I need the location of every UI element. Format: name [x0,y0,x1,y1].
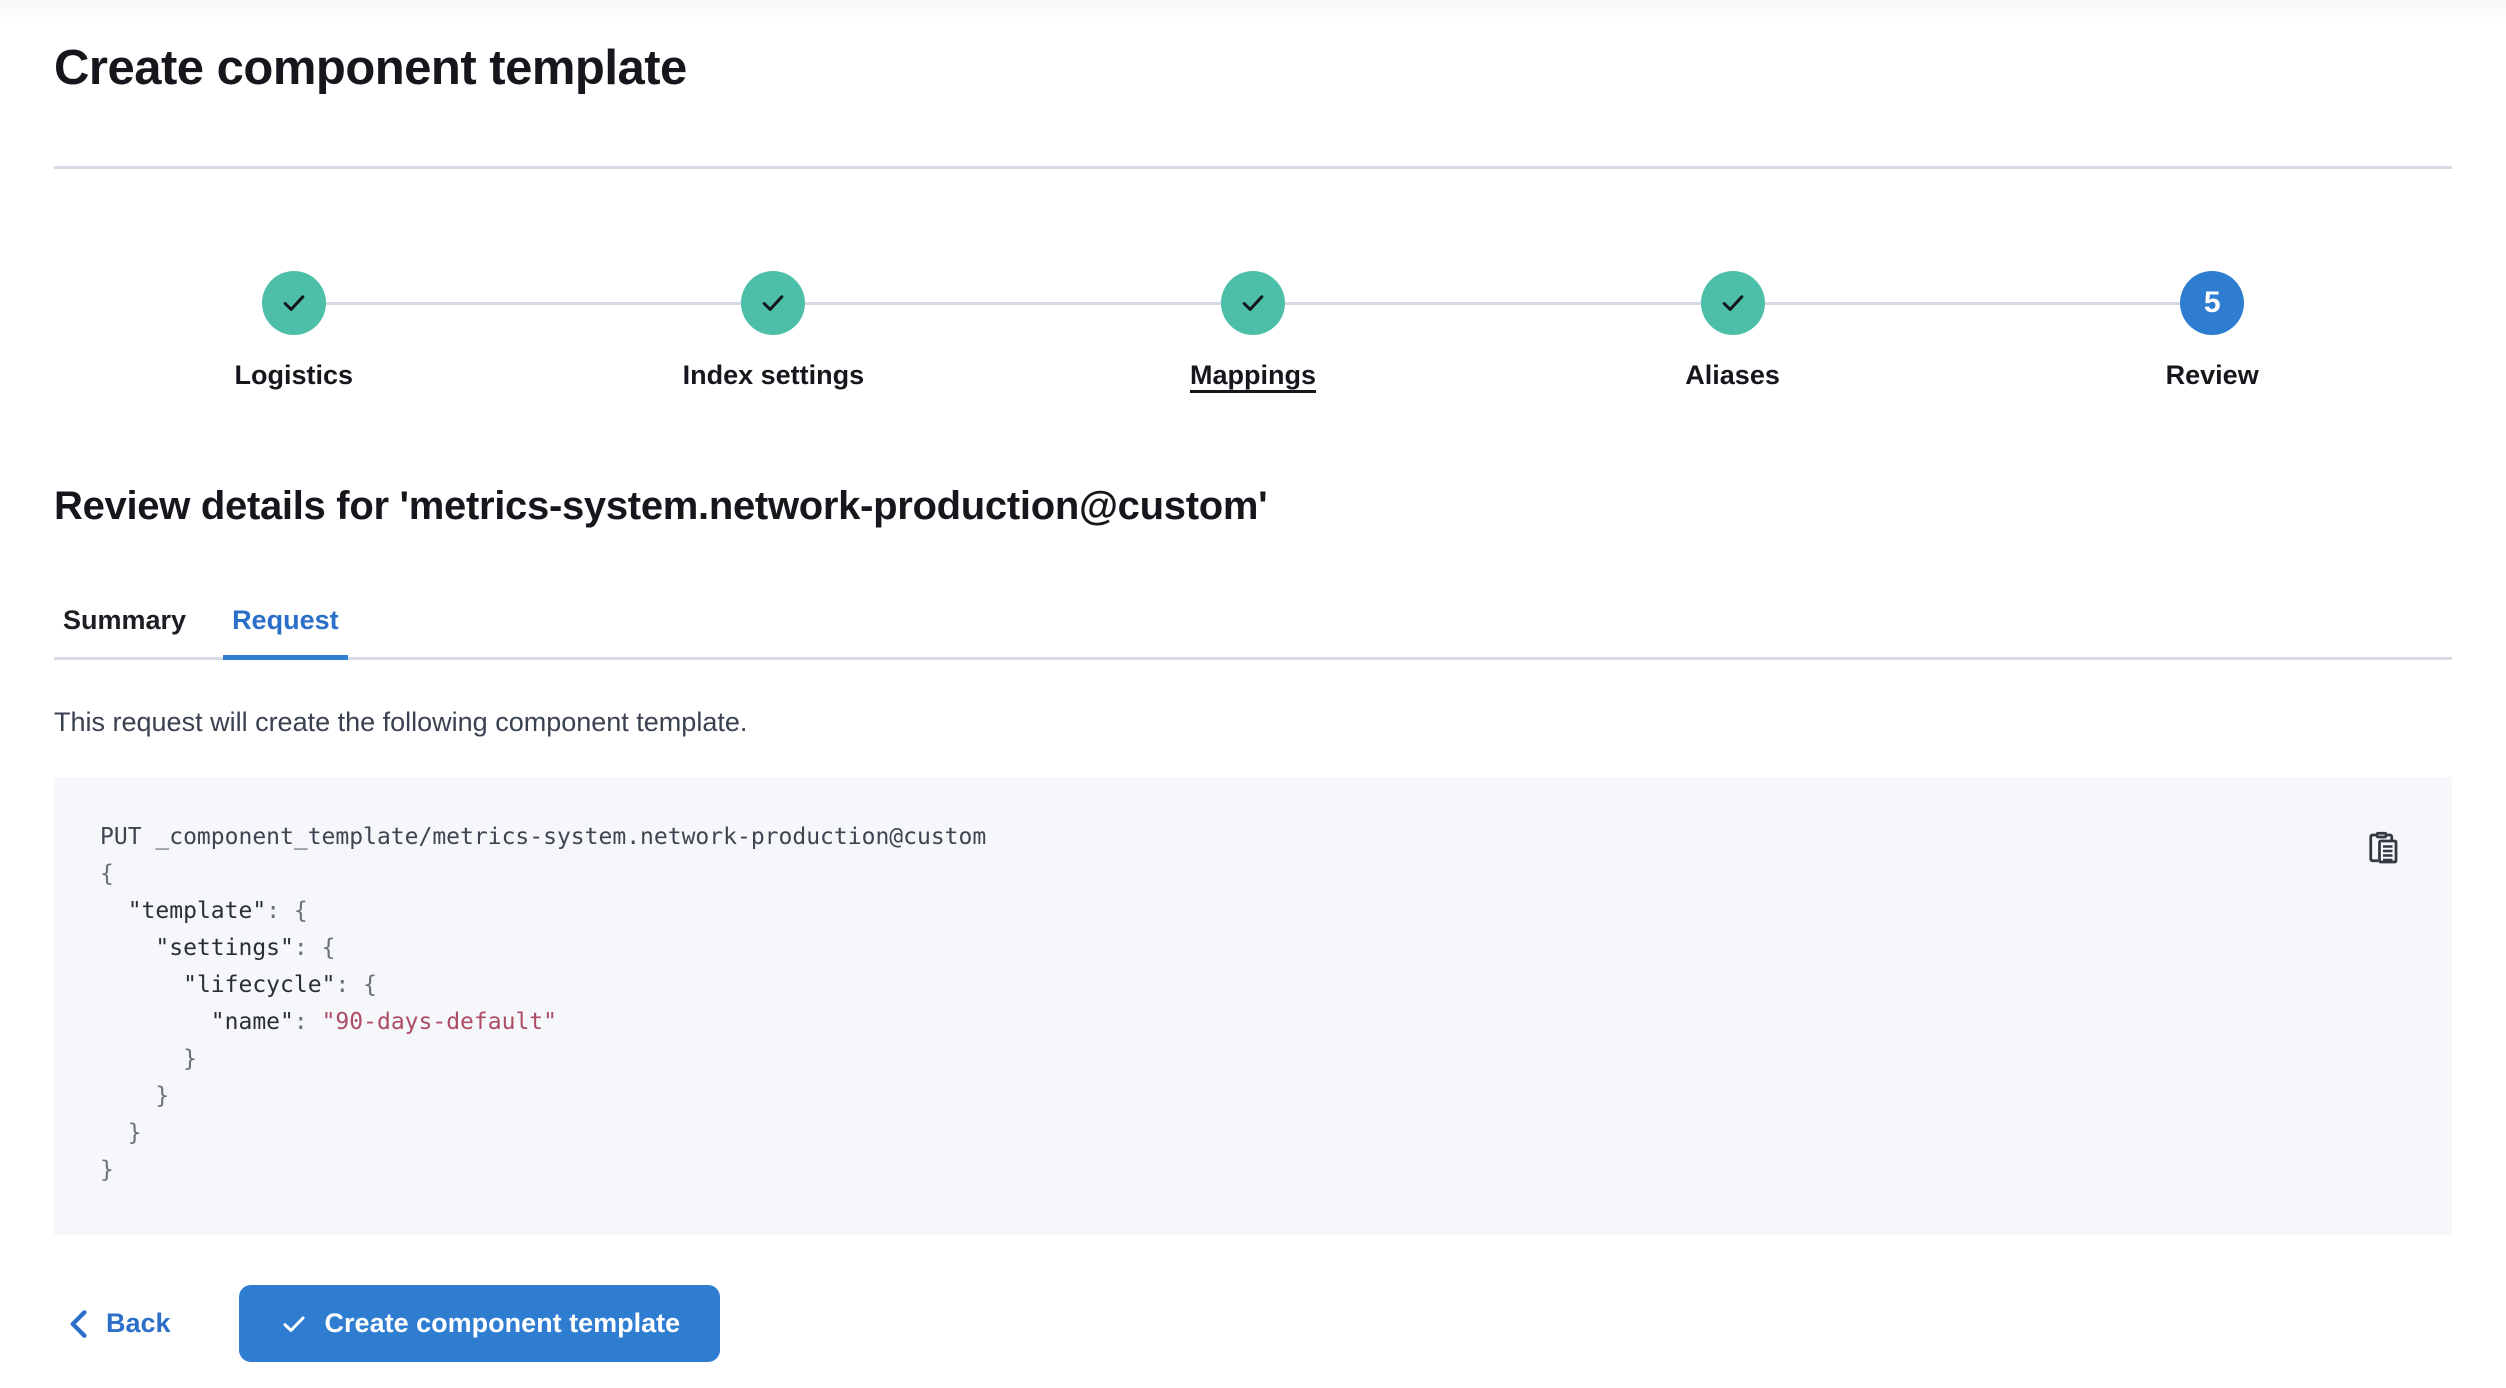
step-mappings[interactable]: Mappings [1013,271,1493,392]
check-icon [283,1316,305,1332]
step-logistics[interactable]: Logistics [54,271,534,392]
top-sheen [0,0,2506,22]
code-line: } [100,1157,114,1183]
title-divider [54,166,2452,169]
code-line: } [100,1083,170,1109]
code-line: { [100,861,114,887]
step-number: 5 [2203,286,2221,319]
step-aliases[interactable]: Aliases [1492,271,1973,392]
review-heading: Review details for 'metrics-system.netwo… [54,484,1268,528]
create-component-template-button[interactable]: Create component template [238,1285,721,1362]
code-line: PUT _component_template/metrics-system.n… [100,824,987,850]
wizard-footer: Back Create component template [54,1285,2452,1362]
chevron-left-icon [70,1309,87,1338]
tab-bar: Summary Request [54,603,2452,660]
code-line: "template": { [127,898,308,924]
create-label: Create component template [324,1308,681,1338]
back-label: Back [106,1308,171,1338]
back-button[interactable]: Back [64,1307,171,1341]
request-description: This request will create the following c… [54,707,748,737]
copy-button[interactable] [2364,829,2404,869]
code-line: "lifecycle": { [183,972,377,998]
step-label[interactable]: Review [2165,360,2259,390]
page-title: Create component template [54,41,687,95]
check-icon [1242,295,1264,311]
step-label[interactable]: Logistics [234,360,354,390]
code-line: } [100,1046,197,1072]
code-line: "settings": { [155,935,336,961]
code-line: } [100,1120,142,1146]
step-connector [293,302,534,305]
step-label[interactable]: Mappings [1189,360,1316,390]
step-label[interactable]: Aliases [1685,360,1780,390]
step-circle[interactable] [1220,271,1285,335]
code-line: "name": "90-days-default" [210,1009,557,1035]
tab-summary[interactable]: Summary [63,605,187,635]
step-index-settings[interactable]: Index settings [533,271,1014,392]
check-icon [1722,295,1743,311]
step-circle[interactable] [1700,271,1765,335]
check-icon [283,295,305,311]
step-circle[interactable] [261,271,326,335]
step-circle[interactable]: 5 [2180,271,2245,335]
request-code: PUT _component_template/metrics-system.n… [100,819,2332,1189]
step-connector [1972,302,2213,305]
tab-request[interactable]: Request [223,603,348,660]
step-label[interactable]: Index settings [682,360,865,390]
step-circle[interactable] [741,271,806,335]
request-code-block: PUT _component_template/metrics-system.n… [54,777,2452,1235]
copy-clipboard-icon [2369,831,2398,864]
check-icon [763,295,784,311]
